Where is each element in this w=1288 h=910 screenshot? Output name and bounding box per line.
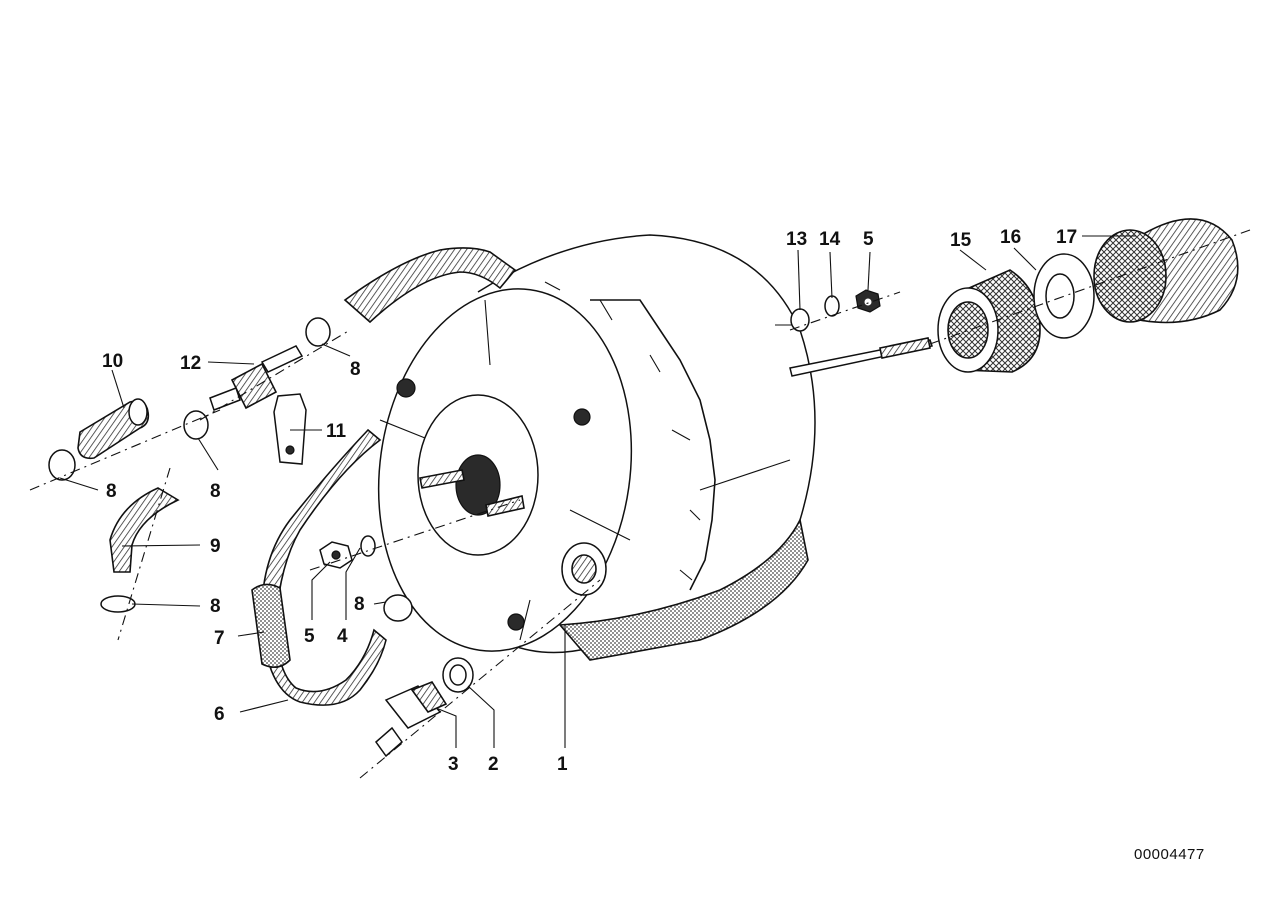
callout-5-front: 5 — [304, 626, 315, 647]
upper-vacuum-hose — [343, 247, 517, 324]
callout-8-e: 8 — [354, 594, 365, 615]
air-filter-15 — [937, 269, 1041, 373]
callout-8-c: 8 — [350, 359, 361, 380]
callout-labels: 1 2 3 4 5 5 6 7 8 8 8 8 8 9 10 11 12 13 … — [102, 227, 1077, 775]
brake-booster — [377, 234, 933, 661]
callout-15: 15 — [950, 230, 972, 251]
callout-17: 17 — [1056, 227, 1077, 248]
callout-11: 11 — [326, 421, 347, 442]
hose-clamps-8 — [48, 317, 413, 622]
vacuum-hose-6 — [261, 428, 387, 706]
callout-7: 7 — [214, 628, 225, 649]
callout-6: 6 — [214, 704, 225, 725]
callout-4: 4 — [337, 626, 348, 647]
callout-10: 10 — [102, 351, 123, 372]
leader-lines — [59, 235, 1136, 748]
hose-10 — [77, 398, 150, 460]
callout-5-rear: 5 — [863, 229, 874, 250]
drawing-number: 00004477 — [1134, 846, 1205, 863]
damper-plate-16 — [1033, 253, 1095, 339]
callout-8-d: 8 — [210, 596, 221, 617]
rubber-boot-17 — [1093, 218, 1239, 324]
callout-3: 3 — [448, 754, 459, 775]
callout-12: 12 — [180, 353, 201, 374]
vacuum-valve-3 — [374, 681, 448, 758]
callout-2: 2 — [488, 754, 499, 775]
grommet-2 — [442, 657, 474, 693]
callout-16: 16 — [1000, 227, 1021, 248]
hose-sleeve-7 — [251, 583, 291, 668]
callout-13: 13 — [786, 229, 807, 250]
center-lines — [29, 229, 1251, 779]
callout-14: 14 — [819, 229, 841, 250]
elbow-hose-9 — [109, 487, 180, 573]
check-valve-12 — [209, 345, 304, 411]
bracket-11 — [273, 393, 307, 465]
nut-and-washer-front — [319, 535, 376, 569]
booster-studs — [419, 469, 525, 517]
callout-8-b: 8 — [210, 481, 221, 502]
callout-9: 9 — [210, 536, 221, 557]
callout-8-a: 8 — [106, 481, 117, 502]
callout-1: 1 — [557, 754, 568, 775]
